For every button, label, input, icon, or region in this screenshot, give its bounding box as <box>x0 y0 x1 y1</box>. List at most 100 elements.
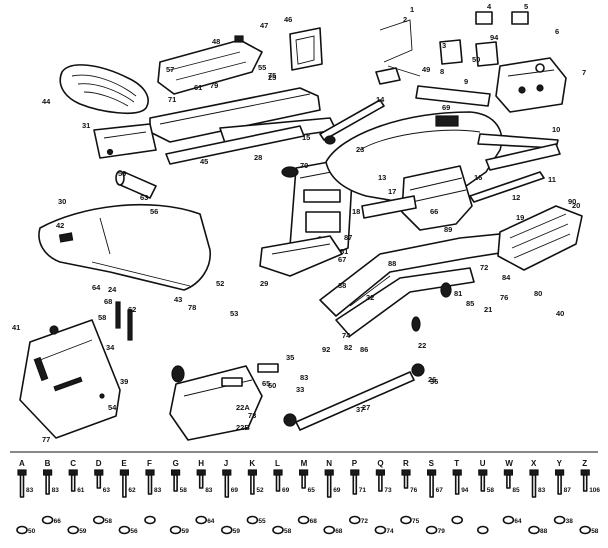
hardware-bolt-number: 61 <box>77 487 85 494</box>
callout-label: 1 <box>410 5 414 14</box>
hardware-letter: W <box>505 459 513 468</box>
part-mount-bracket <box>93 123 157 159</box>
hardware-nut-number: 68 <box>310 518 318 525</box>
hardware-bolt-number: 71 <box>359 487 367 494</box>
part-seat <box>59 64 149 114</box>
hardware-nut-number: 58 <box>105 518 113 525</box>
callout-label: 41 <box>12 323 20 332</box>
bolt-shank-icon <box>96 474 102 489</box>
bolt-shank-icon <box>275 474 281 492</box>
callout-label: 57 <box>166 65 174 74</box>
callout-label: 8 <box>440 67 444 76</box>
callout-label: 74 <box>342 331 351 340</box>
callout-label: 13 <box>378 173 386 182</box>
callout-label: 6 <box>555 27 559 36</box>
callout-label: 7 <box>582 68 586 77</box>
hardware-item-w: W 85 64 <box>502 459 522 525</box>
callout-label: 65 <box>262 379 270 388</box>
hardware-letter: K <box>249 459 255 468</box>
callout-label: 23 <box>356 145 364 154</box>
callout-label: 72 <box>480 263 488 272</box>
callout-label: 16 <box>474 173 482 182</box>
nut-icon <box>528 525 540 535</box>
part-console-base <box>259 235 343 277</box>
callout-label: 12 <box>512 193 520 202</box>
callout-label: 70 <box>300 161 308 170</box>
bolt-shank-icon <box>506 474 511 489</box>
hardware-bolt-number: 76 <box>410 487 418 494</box>
callout-label: 81 <box>454 289 462 298</box>
nut-icon <box>221 525 233 535</box>
hardware-bolt-number: 85 <box>512 487 520 494</box>
part-dash-tower <box>289 159 353 265</box>
part-link-arm <box>485 143 561 171</box>
callout-label: 27 <box>362 403 370 412</box>
callout-label: 2 <box>403 15 407 24</box>
callout-label: 51 <box>340 247 348 256</box>
callout-label: 15 <box>302 133 310 142</box>
part-fasteners <box>115 63 545 341</box>
hardware-item-u: U58 <box>476 459 495 535</box>
hardware-bolt-number: 67 <box>436 487 444 494</box>
hardware-letter: Y <box>557 459 563 468</box>
callout-label: 39 <box>120 377 128 386</box>
part-bracket-17 <box>361 195 417 219</box>
bolt-shank-icon <box>301 474 306 489</box>
hardware-nut-number: 59 <box>233 528 241 535</box>
nut-icon <box>502 515 515 525</box>
callout-label: 50 <box>472 55 480 64</box>
hardware-letter: G <box>173 459 179 468</box>
hardware-letter: C <box>70 459 76 468</box>
bolt-shank-icon <box>147 474 153 495</box>
hardware-letter: N <box>326 459 332 468</box>
nut-icon <box>476 525 489 535</box>
bolt-shank-icon <box>454 474 460 495</box>
callout-label: 85 <box>466 299 474 308</box>
hardware-bolt-number: 58 <box>487 487 495 494</box>
nut-icon <box>553 515 566 525</box>
part-grille <box>401 165 473 231</box>
part-cover-left <box>439 11 529 67</box>
callout-label: 69 <box>442 103 450 112</box>
hardware-nut-number: 64 <box>514 518 522 525</box>
callout-label: 42 <box>56 221 64 230</box>
hardware-letter: M <box>301 459 308 468</box>
callout-label: 21 <box>484 305 492 314</box>
nut-icon <box>579 525 592 535</box>
bolt-shank-icon <box>19 474 25 498</box>
hardware-bolt-number: 87 <box>564 487 572 494</box>
bolt-shank-icon <box>378 474 383 492</box>
callout-label: 31 <box>82 121 90 130</box>
callout-label: 78 <box>188 303 196 312</box>
hardware-bolt-number: 83 <box>26 487 34 494</box>
callout-label: 87 <box>344 233 352 242</box>
callout-label: 71 <box>168 95 176 104</box>
hardware-bolt-number: 69 <box>282 487 290 494</box>
callout-label: 10 <box>552 125 560 134</box>
part-upper-bracket <box>157 35 263 95</box>
nut-icon <box>400 515 412 525</box>
hardware-letter: S <box>429 459 435 468</box>
hardware-letter: Z <box>582 459 587 468</box>
hardware-bolt-number: 106 <box>589 487 600 494</box>
nut-icon <box>425 525 438 535</box>
callout-label: 86 <box>360 345 368 354</box>
hardware-item-t: T94 <box>451 459 469 525</box>
callout-label: 3 <box>442 41 446 50</box>
nut-icon <box>272 525 284 535</box>
callout-label: 80 <box>534 289 542 298</box>
callout-label: 64 <box>92 283 101 292</box>
hardware-bolt-number: 83 <box>154 487 162 494</box>
nut-icon <box>348 515 361 525</box>
hardware-nut-number: 72 <box>361 518 369 525</box>
hardware-letter: P <box>352 459 358 468</box>
nut-icon <box>297 515 310 525</box>
nut-icon <box>374 525 387 535</box>
